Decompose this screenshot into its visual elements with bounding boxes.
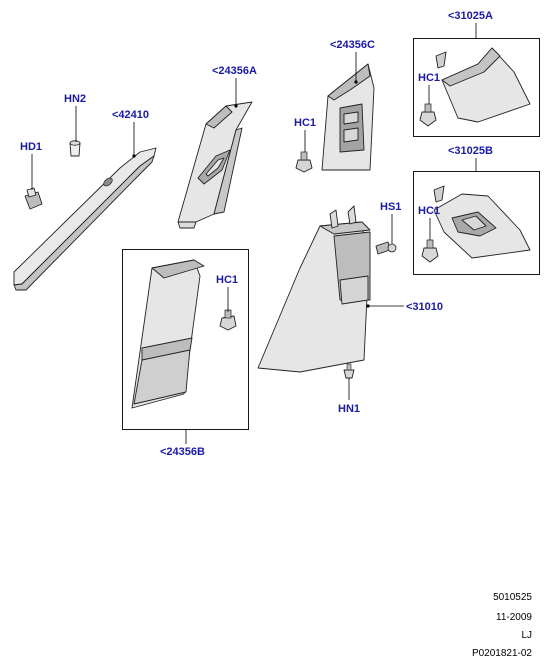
clip-hc1-box — [219, 309, 237, 331]
part-24356c-trim — [321, 63, 375, 171]
clip-hd1 — [24, 187, 43, 210]
label-31010: <31010 — [406, 301, 443, 313]
leader-lines — [31, 23, 477, 444]
fastener-hn2 — [69, 140, 81, 157]
footer-ref-4: P0201821-02 — [471, 648, 532, 659]
footer-ref-3: LJ — [521, 630, 532, 641]
label-hc1-box: HC1 — [216, 274, 238, 286]
label-24356c: <24356C — [330, 39, 375, 51]
clip-hc1-b — [421, 239, 439, 263]
label-24356b: <24356B — [160, 446, 205, 458]
callout-box-24356b — [122, 249, 249, 430]
label-hc1-c: HC1 — [294, 117, 316, 129]
part-24356b-trim — [131, 259, 205, 409]
nut-hn1 — [343, 363, 355, 379]
label-24356a: <24356A — [212, 65, 257, 77]
screw-hs1 — [375, 241, 397, 255]
part-31025a-cover — [435, 47, 531, 123]
clip-hc1-a — [419, 103, 437, 127]
label-42410: <42410 — [112, 109, 149, 121]
footer-ref-1: 5010525 — [493, 592, 532, 603]
label-31025b: <31025B — [448, 145, 493, 157]
part-31010-trim — [257, 205, 371, 373]
clip-hc1-c — [295, 151, 313, 173]
label-hn1: HN1 — [338, 403, 360, 415]
part-42410-strip — [13, 147, 157, 291]
callout-box-31025a — [413, 38, 540, 137]
label-31025a: <31025A — [448, 10, 493, 22]
label-hn2: HN2 — [64, 93, 86, 105]
label-hc1-b: HC1 — [418, 205, 440, 217]
label-hc1-a: HC1 — [418, 72, 440, 84]
footer-ref-2: 11-2009 — [496, 612, 532, 623]
label-hd1: HD1 — [20, 141, 42, 153]
part-31025b-cover — [433, 185, 531, 259]
callout-box-31025b — [413, 171, 540, 275]
part-24356a-trim — [177, 101, 253, 229]
label-hs1: HS1 — [380, 201, 401, 213]
